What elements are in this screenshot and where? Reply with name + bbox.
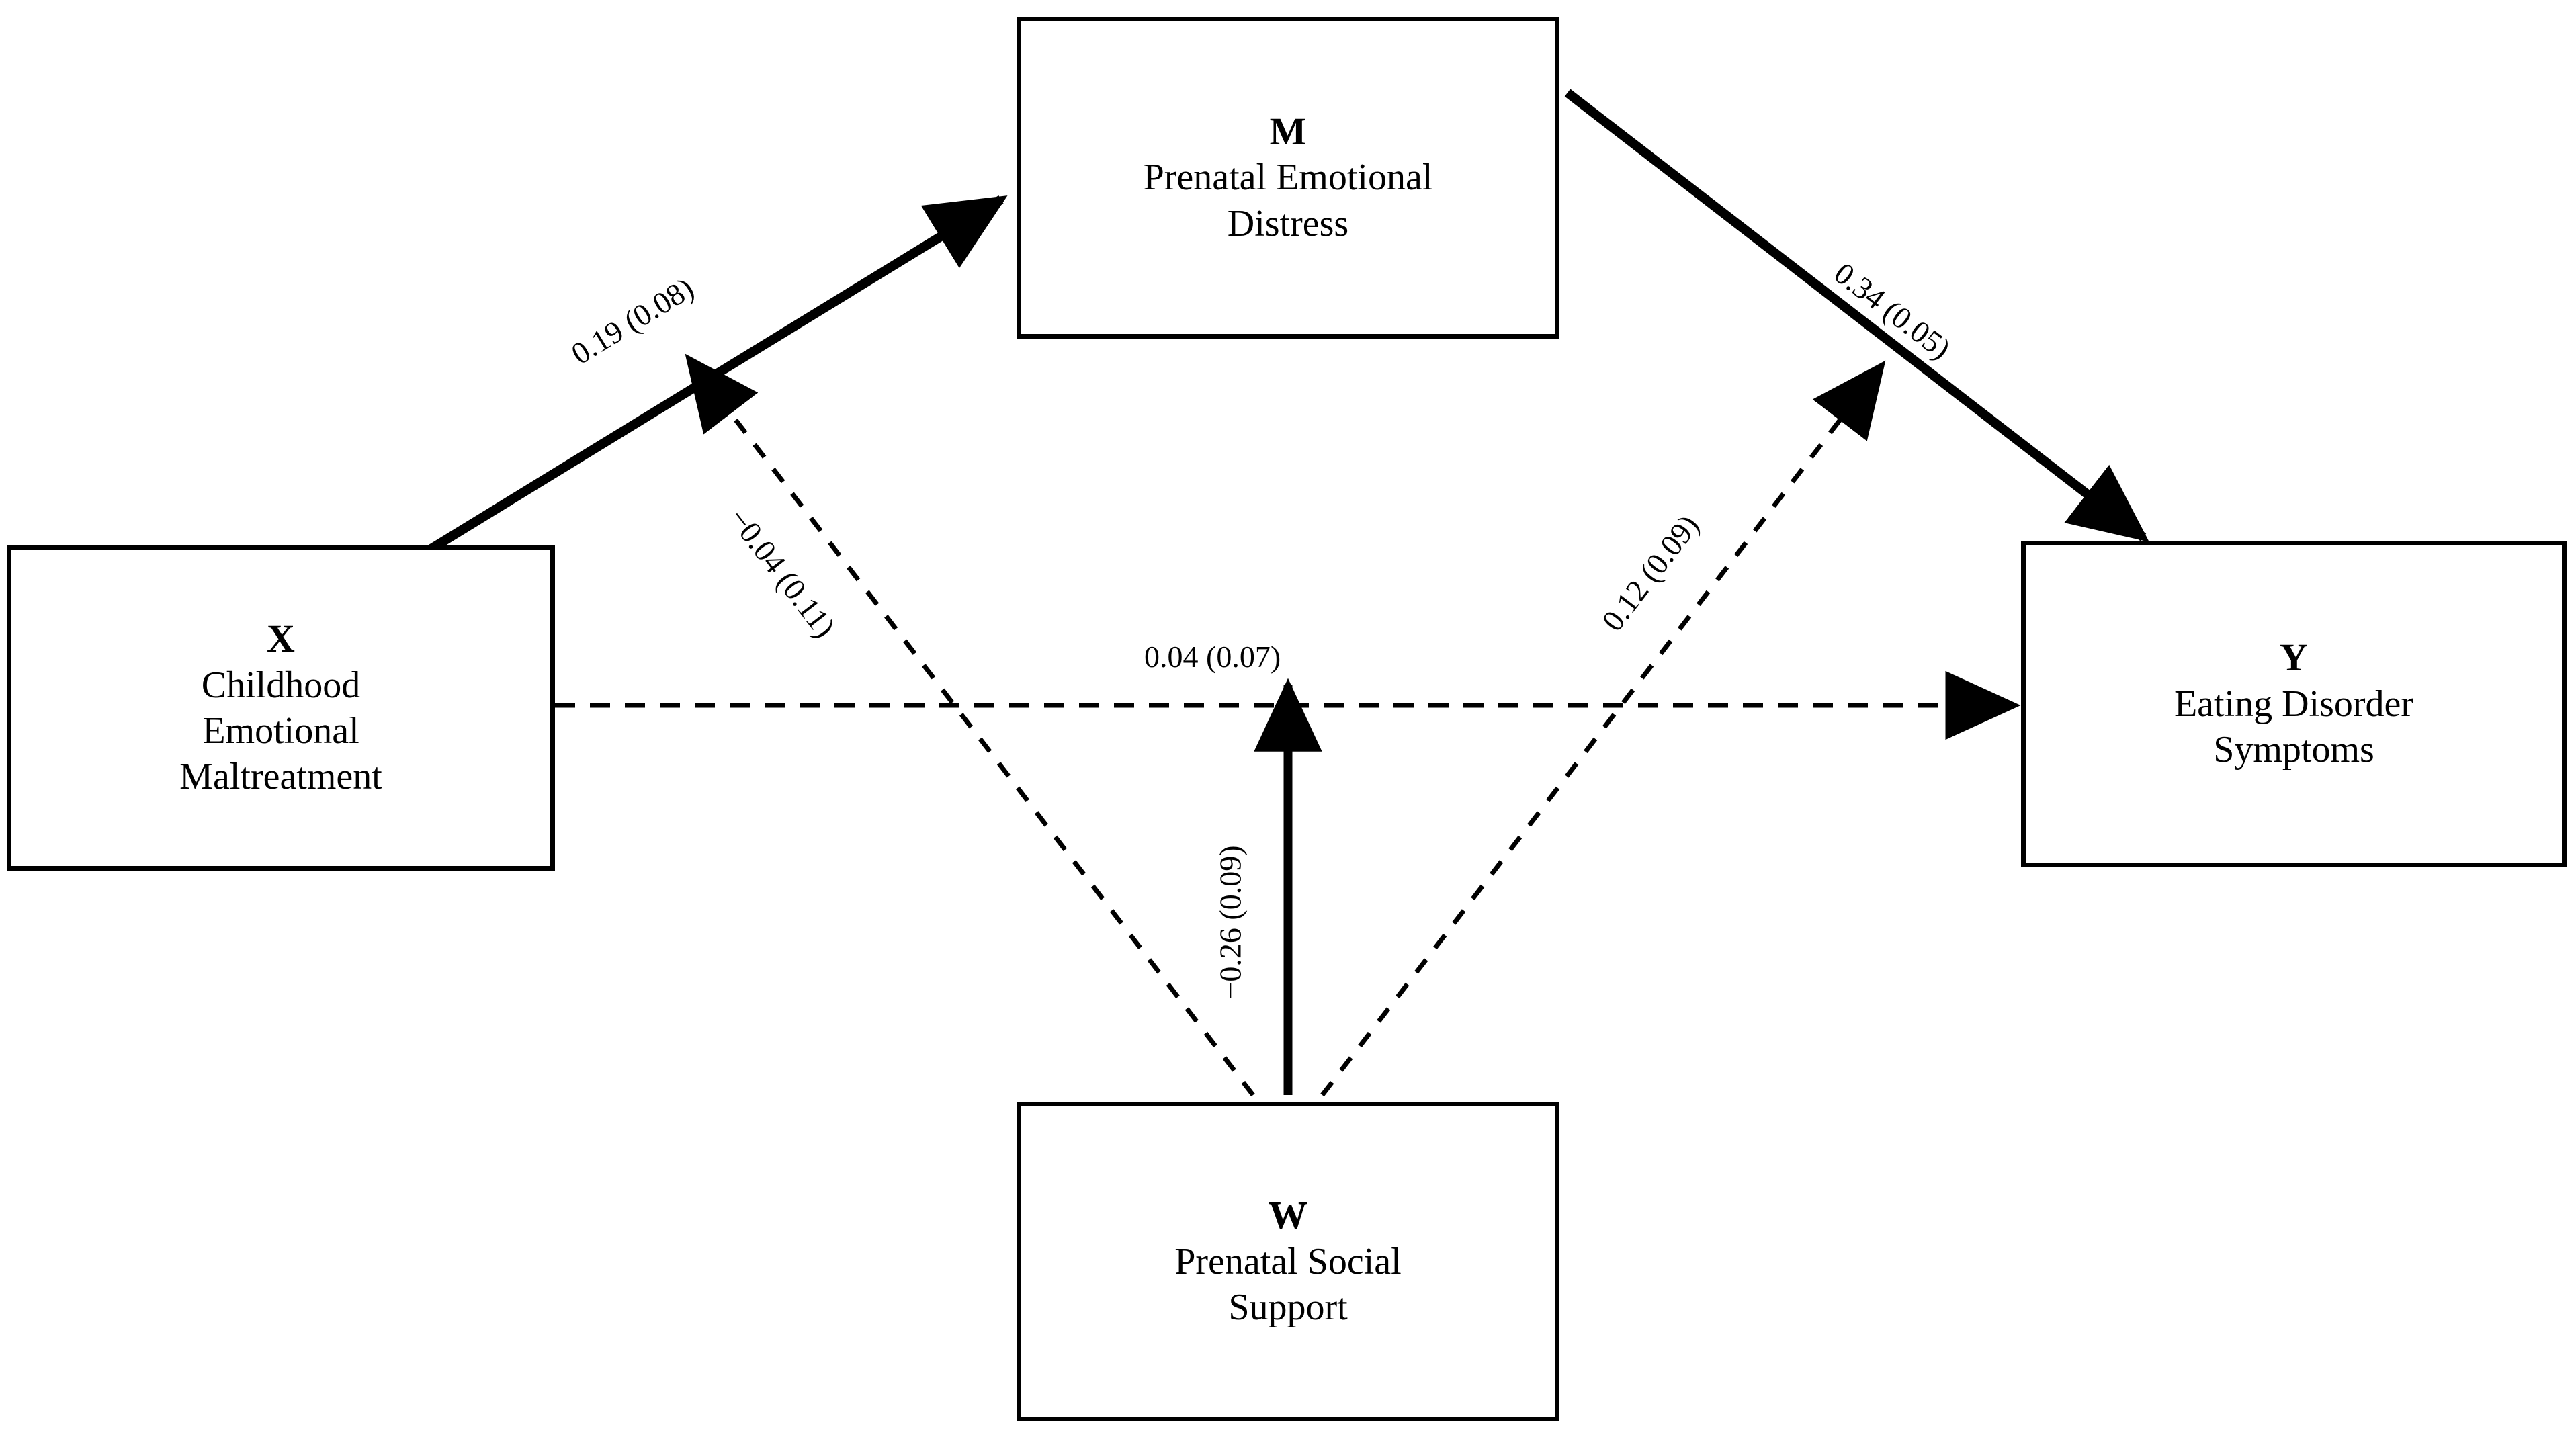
node-x-label: Childhood Emotional Maltreatment	[179, 664, 382, 798]
path-x-to-m	[427, 195, 1008, 554]
path-w-to-m	[685, 353, 1255, 1097]
node-x-code: X	[267, 617, 295, 661]
node-m-code: M	[1269, 109, 1307, 153]
path-w-to-y	[1320, 360, 1886, 1097]
node-y-code: Y	[2280, 636, 2308, 680]
edge-label-w-to-xy: −0.26 (0.09)	[1213, 845, 1248, 1000]
node-y: Y Eating Disorder Symptoms	[2021, 541, 2567, 867]
node-w-code: W	[1269, 1193, 1307, 1237]
node-m-label: Prenatal Emotional Distress	[1143, 157, 1433, 245]
node-y-label: Eating Disorder Symptoms	[2174, 683, 2414, 771]
node-w: W Prenatal Social Support	[1017, 1102, 1559, 1421]
node-m: M Prenatal Emotional Distress	[1017, 17, 1559, 339]
path-m-to-y	[1564, 89, 2149, 542]
node-x: X Childhood Emotional Maltreatment	[7, 545, 555, 871]
edge-label-x-to-y: 0.04 (0.07)	[1144, 640, 1281, 674]
node-w-label: Prenatal Social Support	[1174, 1240, 1402, 1329]
